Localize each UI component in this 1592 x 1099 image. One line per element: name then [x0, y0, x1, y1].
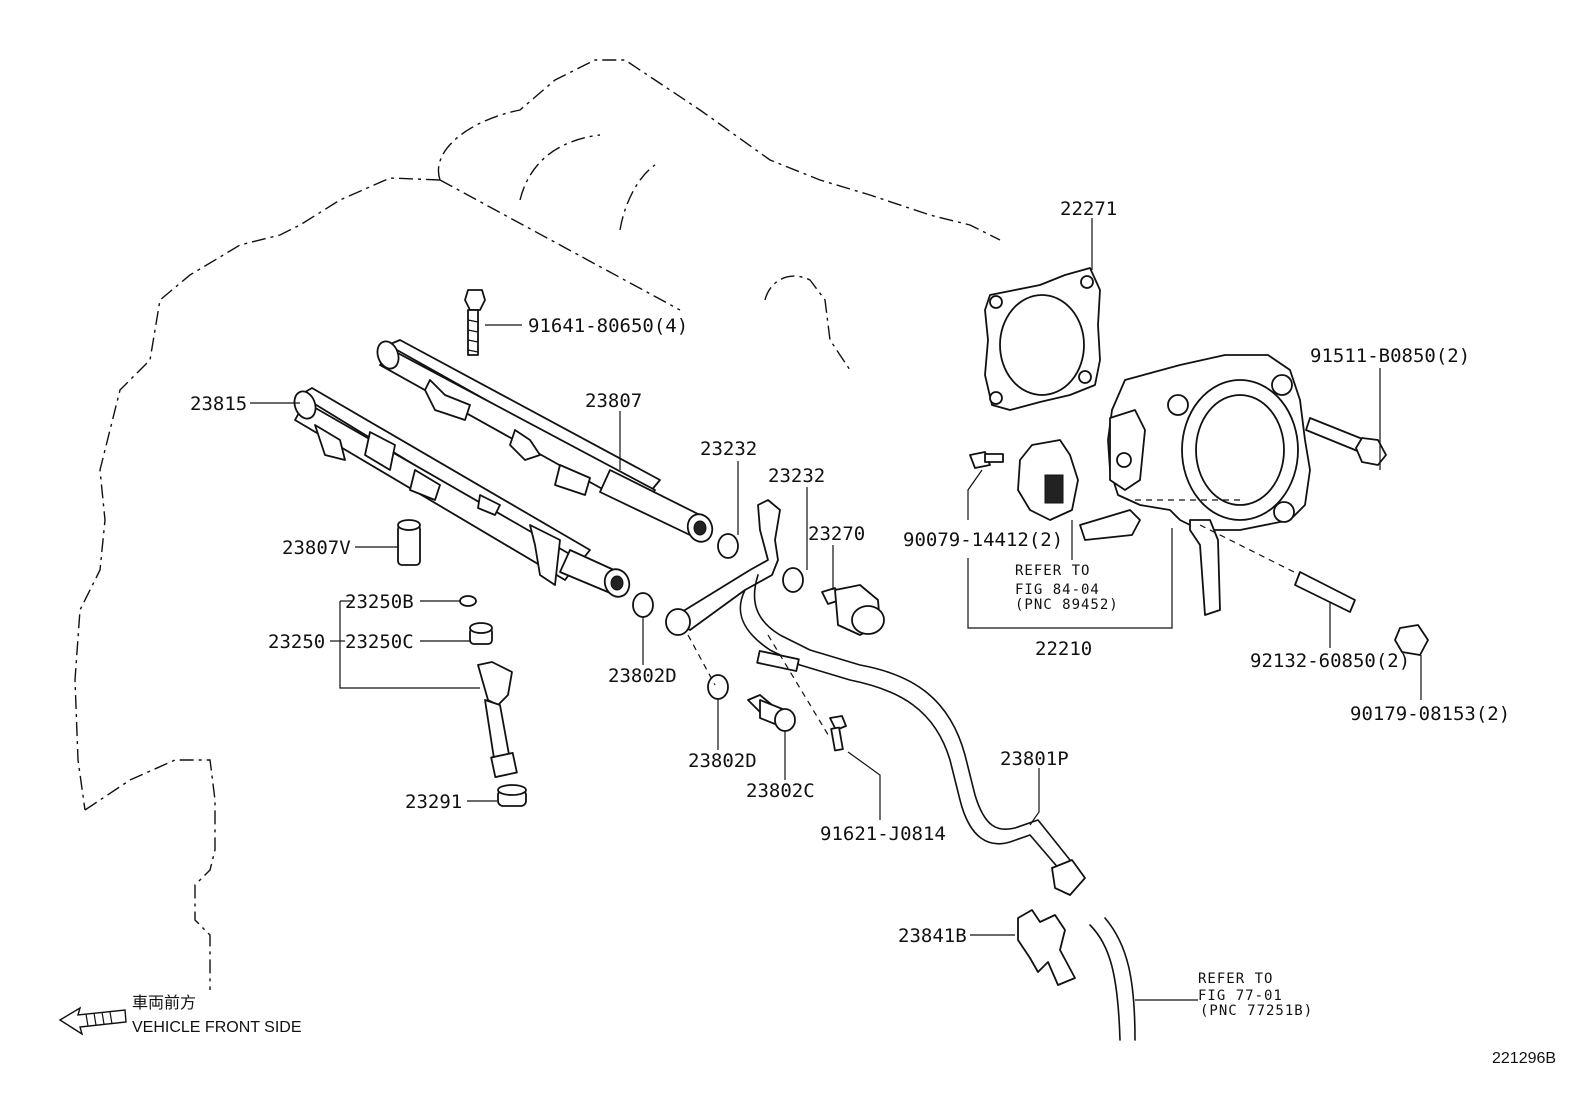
screw-90079 [969, 451, 1004, 469]
label-23802d-b: 23802D [688, 750, 757, 772]
fuel-pipe-23801p [665, 499, 1086, 896]
fuel-delivery-pipe-23807 [376, 339, 714, 543]
union-bolt-23802c [747, 694, 796, 732]
label-90179: 90179-08153(2) [1350, 703, 1510, 725]
label-23232-a: 23232 [700, 438, 757, 460]
bolt-91621 [829, 715, 847, 752]
direction-label-en: VEHICLE FRONT SIDE [132, 1019, 302, 1036]
engine-outline [74, 59, 1001, 990]
label-92132: 92132-60850(2) [1250, 650, 1410, 672]
svg-text:FIG 77-01: FIG 77-01 [1198, 988, 1283, 1004]
ref-fig-77-01: REFER TO FIG 77-01 (PNC 77251B) [1198, 971, 1313, 1019]
direction-label-jp: 車両前方 [132, 994, 196, 1012]
svg-text:REFER TO: REFER TO [1015, 563, 1090, 579]
fuel-delivery-pipe-23815 [293, 387, 631, 598]
label-23802c: 23802C [746, 780, 815, 802]
o-ring-23250b [459, 595, 477, 607]
insulator-23250c [469, 622, 493, 645]
injector-23250 [477, 661, 518, 778]
label-23807v: 23807V [282, 537, 351, 559]
throttle-body-22210 [1079, 354, 1311, 616]
label-23250c: 23250C [345, 631, 414, 653]
ref-fig-84-04: REFER TO FIG 84-04 (PNC 89452) [1015, 563, 1119, 613]
stud-92132 [1294, 571, 1356, 613]
gasket-23232-b [782, 567, 804, 593]
label-23270: 23270 [808, 523, 865, 545]
svg-text:(PNC 77251B): (PNC 77251B) [1200, 1003, 1313, 1019]
label-23807: 23807 [585, 390, 642, 412]
label-23250b: 23250B [345, 591, 414, 613]
damper-23270 [821, 584, 885, 636]
gasket-23232-a [717, 533, 739, 559]
vehicle-front-arrow [58, 1006, 127, 1036]
label-23232-b: 23232 [768, 465, 825, 487]
collar-23807v [397, 519, 421, 566]
label-23801p: 23801P [1000, 748, 1069, 770]
clip-23841b [1017, 909, 1076, 986]
label-23291: 23291 [405, 791, 462, 813]
label-22271: 22271 [1060, 198, 1117, 220]
assembly-lines [687, 499, 1301, 739]
bolt-91511 [1305, 417, 1387, 466]
diagram-id: 221296B [1492, 1050, 1556, 1067]
svg-text:(PNC 89452): (PNC 89452) [1015, 597, 1119, 613]
nut-90179 [1394, 624, 1429, 656]
label-23802d-a: 23802D [608, 665, 677, 687]
label-90079: 90079-14412(2) [903, 529, 1063, 551]
svg-text:FIG 84-04: FIG 84-04 [1015, 582, 1100, 598]
label-23250: 23250 [268, 631, 325, 653]
insulator-23291 [497, 784, 527, 807]
svg-text:REFER TO: REFER TO [1198, 971, 1273, 987]
bolt-91641 [464, 289, 486, 356]
label-91641: 91641-80650(4) [528, 315, 688, 337]
gasket-22271 [984, 267, 1101, 411]
label-23841b: 23841B [898, 925, 967, 947]
fuel-hose [1089, 917, 1136, 1041]
throttle-position-sensor [1017, 439, 1079, 521]
label-22210: 22210 [1035, 638, 1092, 660]
leader-lines [250, 218, 1422, 1001]
gasket-23802d-a [632, 592, 654, 618]
label-91621: 91621-J0814 [820, 823, 946, 845]
label-23815: 23815 [190, 393, 247, 415]
label-91511: 91511-B0850(2) [1310, 345, 1470, 367]
